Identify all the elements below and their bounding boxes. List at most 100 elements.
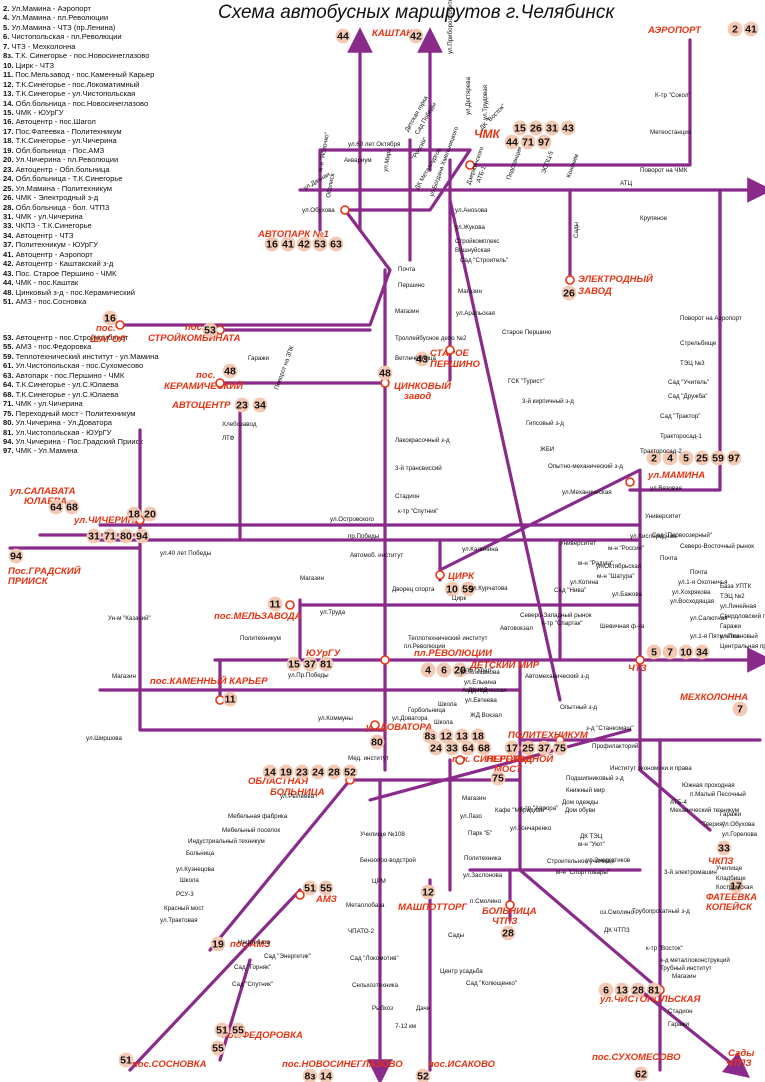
- terminal-gradsky-2: ПРИИСК: [8, 576, 49, 587]
- terminal-marker: [285, 600, 295, 610]
- street-label: ул.Горелова: [722, 831, 758, 838]
- terminal-yulaeva-2: ЮЛАЕВА: [24, 496, 67, 507]
- route-number: 2: [732, 24, 738, 36]
- street-label: к-тр "Восток": [646, 945, 683, 952]
- route-number: 24: [312, 767, 324, 779]
- street-label: ATЦ: [620, 180, 632, 187]
- street-label: Сад "Колющенко": [466, 980, 517, 987]
- terminal-chicherina: ул.ЧИЧЕРИНА: [73, 515, 141, 526]
- route-number: 75: [554, 743, 566, 755]
- route-badge-circle: [678, 450, 694, 466]
- route-number: 43: [562, 123, 574, 135]
- legend-route-number: 34.: [3, 230, 14, 240]
- legend-route-text: Цинковый з-д - пос.Керамический: [13, 287, 135, 297]
- route-number: 51: [120, 1055, 132, 1067]
- route-number: 71: [522, 137, 534, 149]
- route-number: 63: [330, 239, 342, 251]
- street-label: ул.Кузнецова: [176, 866, 215, 873]
- route-badge-circle: [460, 581, 476, 597]
- legend-route-text: Автоцентр - пос.Шагол: [13, 117, 96, 127]
- route-badge-circle: [728, 878, 744, 894]
- route-badge-circle: [646, 644, 662, 660]
- legend-row: 7. ЧТЗ - Мехколонна: [3, 42, 154, 51]
- legend-route-number: 24.: [3, 174, 14, 184]
- street-label: Сад "Дружба": [668, 393, 707, 400]
- street-label: Училище: [716, 865, 743, 872]
- route-number: 23: [296, 767, 308, 779]
- street-label: Нефтебаза: [238, 939, 271, 946]
- legend-row: 14. Обл.больница - пос.Новосинеглазово: [3, 99, 154, 108]
- street-label: Магазин: [300, 575, 324, 582]
- route-number: 31: [88, 531, 100, 543]
- legend-route-number: 31.: [3, 211, 14, 221]
- street-label: Университет: [645, 513, 681, 520]
- street-label: пл.Революции: [404, 643, 446, 650]
- legend-route-number: 64.: [3, 380, 14, 390]
- legend-route-number: 94.: [3, 436, 14, 446]
- route-badge-circle: [528, 120, 544, 136]
- legend-route-number: 71.: [3, 399, 14, 409]
- street-label: Центральная проходная: [720, 643, 765, 650]
- route-number: 71: [104, 531, 116, 543]
- legend-row: 59. Теплотехнический институт - ул.Мамин…: [3, 352, 159, 361]
- legend-route-text: Обл.больница - пос.Новосинеглазово: [13, 98, 149, 108]
- legend-route-text: Обл.больница - Пос.АМЗ: [13, 145, 105, 155]
- route-number: 6: [603, 985, 609, 997]
- terminal-electrode-2: ЗАВОД: [578, 286, 612, 297]
- legend-row: 37. Политехникум - ЮУрГУ: [3, 240, 154, 249]
- street-label: ул.Труда: [320, 609, 346, 616]
- route-badge-circle: [126, 506, 142, 522]
- route-badge-circle: [536, 740, 552, 756]
- route-number: 52: [417, 1071, 429, 1082]
- street-label: Тракторосад-1: [660, 433, 702, 440]
- route-badge-circle: [296, 236, 312, 252]
- route-number: 25: [522, 743, 534, 755]
- route-number: 97: [728, 453, 740, 465]
- street-label: ул.Рылеева: [280, 793, 315, 800]
- terminal-marker: [380, 655, 390, 665]
- legend-row: 24. Обл.больница - Т.К.Синегорье: [3, 174, 154, 183]
- terminal-marker: [565, 275, 575, 285]
- street-label: ул.Лазо: [460, 813, 482, 820]
- route-badge-circle: [278, 764, 294, 780]
- terminal-shagol-1: пос.: [96, 323, 116, 334]
- route-badge-circle: [214, 1022, 230, 1038]
- legend-route-number: 53.: [3, 333, 14, 342]
- route-badge-circle: [560, 120, 576, 136]
- route-number: 52: [344, 767, 356, 779]
- terminal-fateevka-1: ФАТЕЕВКА: [706, 892, 757, 903]
- route-number: 18: [128, 509, 140, 521]
- legend-row: 23. Автоцентр - Обл.больница: [3, 165, 154, 174]
- street-label: ул.Котина: [570, 579, 599, 586]
- route-number: 23: [236, 400, 248, 412]
- legend-route-number: 17.: [3, 126, 14, 136]
- legend-row: 16. Автоцентр - пос.Шагол: [3, 117, 154, 126]
- route-badge-circle: [230, 1022, 246, 1038]
- street-label: Профилакторий: [592, 743, 639, 750]
- street-label: Магазин: [395, 308, 419, 315]
- legend-row: 81. Ул.Чистопольская - ЮУрГУ: [3, 428, 159, 437]
- legend-route-text: Автоцентр - Каштакский з-д: [13, 259, 114, 269]
- legend-row: 6. Чистопольская - пл.Революции: [3, 32, 154, 41]
- street-label: ул.1-я Пятилетки: [690, 633, 739, 640]
- street-label: Магазин: [462, 795, 486, 802]
- route-badge-circle: [438, 728, 454, 744]
- street-label: Першино: [398, 282, 425, 289]
- route-badge-circle: [662, 644, 678, 660]
- route-number: 15: [514, 123, 526, 135]
- legend-row: 2. Ул.Мамина - Аэропорт: [3, 4, 154, 13]
- route-badge-circle: [86, 528, 102, 544]
- route-badge-circle: [646, 450, 662, 466]
- legend-row: 34. Автоцентр - ЧТЗ: [3, 231, 154, 240]
- route-badge-circle: [743, 21, 759, 37]
- street-label: Училище №108: [360, 831, 405, 838]
- legend-route-text: Ул.Мамина - Политехникум: [13, 183, 112, 193]
- route-badge-circle: [452, 662, 468, 678]
- street-label: ЦРМ: [372, 878, 386, 885]
- street-label: Аквариум: [344, 157, 372, 164]
- route-badge-circle: [460, 740, 476, 756]
- legend-route-text: Автоцентр - Аэропорт: [13, 249, 93, 259]
- legend-route-text: Ул.Мамина - Аэропорт: [9, 4, 91, 13]
- legend-row: 28. Обл.больница - бол. ЧТПЗ: [3, 203, 154, 212]
- street-label: Гаражи: [248, 355, 269, 362]
